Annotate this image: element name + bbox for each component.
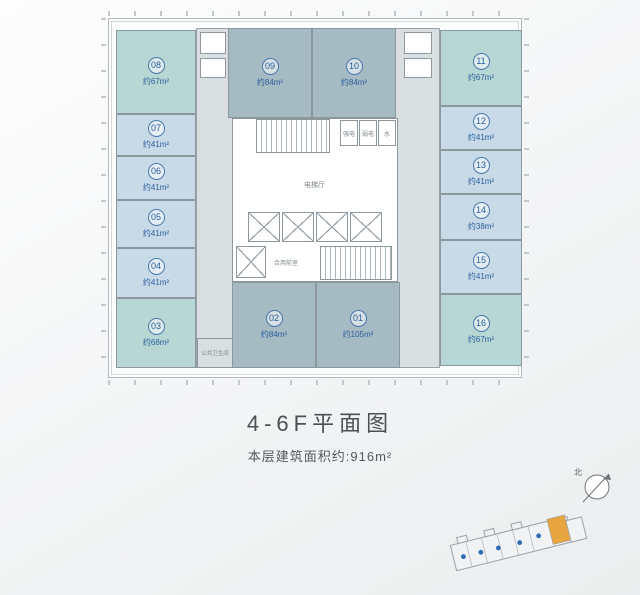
unit-04: 04 约41m² <box>116 248 196 298</box>
keymap-highlight <box>546 514 572 545</box>
unit-area-label: 约38m² <box>467 222 495 231</box>
unit-area-label: 约41m² <box>467 177 495 186</box>
unit-number-badge: 07 <box>147 120 165 137</box>
unit-number-badge: 16 <box>472 315 490 332</box>
unit-11: 11 约67m² <box>440 30 522 106</box>
unit-area-label: 约41m² <box>467 272 495 281</box>
unit-number-badge: 08 <box>147 57 165 74</box>
elevator-shaft <box>350 212 382 242</box>
unit-number-badge: 09 <box>261 58 279 75</box>
elevator-hall-label: 电梯厅 <box>304 182 325 189</box>
unit-number-badge: 13 <box>472 157 490 174</box>
keymap-marker <box>478 549 484 555</box>
elevator-shaft <box>248 212 280 242</box>
unit-number-badge: 15 <box>472 252 490 269</box>
unit-number-badge: 02 <box>265 310 283 327</box>
shaft-box <box>404 58 432 78</box>
keymap-marker <box>461 554 466 560</box>
utility-room-weak-electric: 弱电 <box>359 120 377 146</box>
unit-area-label: 约68m² <box>142 338 170 347</box>
unit-10: 10 约84m² <box>312 28 396 118</box>
unit-area-label: 约67m² <box>467 335 495 344</box>
unit-area-label: 约41m² <box>142 229 170 238</box>
utility-room-strong-electric: 强电 <box>340 120 358 146</box>
unit-area-label: 约84m² <box>256 78 284 87</box>
fire-elevator-shaft <box>236 246 266 278</box>
north-arrow-icon: 北 <box>574 468 611 503</box>
unit-area-label: 约67m² <box>142 77 170 86</box>
unit-area-label: 约41m² <box>142 278 170 287</box>
unit-area-label: 约105m² <box>342 330 374 339</box>
unit-13: 13 约41m² <box>440 150 522 194</box>
north-label: 北 <box>574 468 582 477</box>
unit-number-badge: 12 <box>472 113 490 130</box>
unit-area-label: 约84m² <box>340 78 368 87</box>
unit-05: 05 约41m² <box>116 200 196 248</box>
unit-number-badge: 14 <box>472 202 490 219</box>
public-toilet-label: 公共卫生间 <box>201 351 229 357</box>
public-toilet-room: 公共卫生间 <box>197 338 233 368</box>
plan-title: 4-6F平面图 <box>246 411 394 436</box>
shaft-box <box>200 58 226 78</box>
keymap-marker <box>517 540 523 545</box>
keymap-marker <box>536 533 542 539</box>
shaft-box <box>200 32 226 54</box>
utility-room-water: 水 <box>378 120 396 146</box>
column-ticks-top <box>108 11 522 16</box>
column-ticks-left <box>101 18 106 378</box>
unit-number-badge: 06 <box>147 163 165 180</box>
unit-area-label: 约41m² <box>467 133 495 142</box>
unit-01: 01 约105m² <box>316 282 400 368</box>
unit-12: 12 约41m² <box>440 106 522 150</box>
elevator-shaft <box>316 212 348 242</box>
column-ticks-right <box>524 18 529 378</box>
unit-area-label: 约41m² <box>142 183 170 192</box>
unit-number-badge: 10 <box>345 58 363 75</box>
unit-14: 14 约38m² <box>440 194 522 240</box>
unit-area-label: 约67m² <box>467 73 495 82</box>
unit-06: 06 约41m² <box>116 156 196 200</box>
plan-area-text: 本层建筑面积约:916m² <box>247 449 393 464</box>
unit-area-label: 约41m² <box>142 140 170 149</box>
unit-number-badge: 03 <box>147 318 165 335</box>
unit-area-label: 约84m² <box>260 330 288 339</box>
unit-16: 16 约67m² <box>440 294 522 366</box>
unit-number-badge: 01 <box>349 310 367 327</box>
unit-03: 03 约68m² <box>116 298 196 368</box>
unit-15: 15 约41m² <box>440 240 522 294</box>
unit-number-badge: 05 <box>147 209 165 226</box>
shaft-box <box>404 32 432 54</box>
unit-07: 07 约41m² <box>116 114 196 156</box>
utility-room-label: 水 <box>383 131 390 138</box>
elevator-shaft <box>282 212 314 242</box>
unit-number-badge: 04 <box>147 258 165 275</box>
site-keymap: 北 <box>449 468 611 572</box>
staircase-bottom <box>320 246 392 280</box>
unit-08: 08 约67m² <box>116 30 196 114</box>
unit-09: 09 约84m² <box>228 28 312 118</box>
utility-room-label: 弱电 <box>361 131 374 138</box>
unit-number-badge: 11 <box>472 53 490 70</box>
keymap-building <box>449 514 588 572</box>
utility-room-label: 强电 <box>342 131 355 138</box>
staircase-top <box>256 119 330 153</box>
column-ticks-bottom <box>108 380 522 385</box>
unit-02: 02 约84m² <box>232 282 316 368</box>
keymap-marker <box>495 545 501 551</box>
shared-vestibule-label: 合用前室 <box>274 261 299 267</box>
